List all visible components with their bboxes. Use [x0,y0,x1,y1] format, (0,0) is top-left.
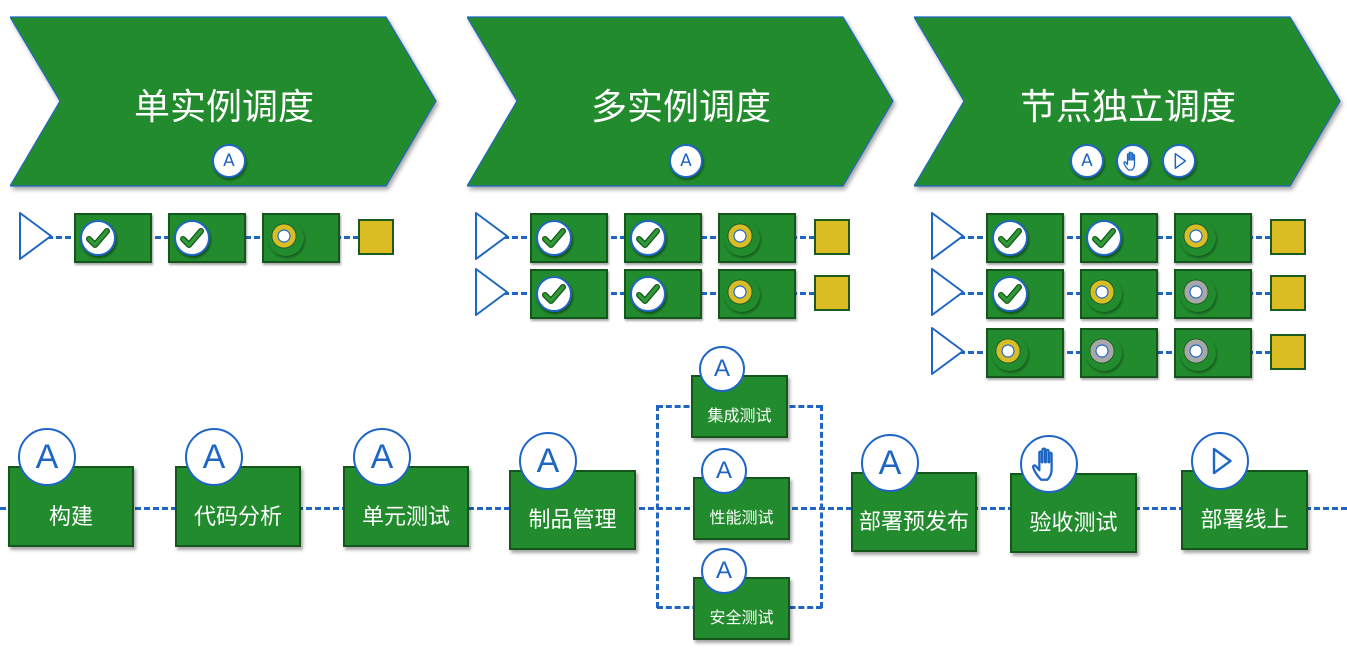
status-success-icon [992,220,1028,256]
end-node [1270,334,1306,370]
auto-trigger-icon[interactable]: A [519,432,577,490]
status-success-icon [536,276,572,312]
auto-label: A [713,355,730,382]
auto-trigger-icon[interactable]: A [701,548,747,594]
end-node [358,219,394,255]
auto-label: A [35,437,59,476]
mode-title: 多实例调度 [590,87,771,128]
stage-label: 部署线上 [1200,508,1289,533]
job-node[interactable] [168,213,246,263]
auto-trigger-icon[interactable]: A [353,428,411,486]
auto-label: A [1081,151,1093,171]
stage-label: 代码分析 [193,505,282,530]
auto-label: A [370,437,394,476]
stage-label: 构建 [48,505,93,530]
status-running-yellow-icon [1180,220,1216,256]
status-running-yellow-icon [724,276,760,312]
stage-label: 验收测试 [1029,511,1118,536]
status-pending-gray-icon [1086,335,1122,371]
job-node[interactable] [530,269,608,319]
status-success-icon [536,220,572,256]
status-success-icon [80,220,116,256]
trigger-start-icon[interactable] [930,267,966,317]
status-running-yellow-icon [992,335,1028,371]
auto-label: A [878,443,902,482]
auto-label: A [715,457,732,484]
job-node[interactable] [718,269,796,319]
auto-trigger-icon[interactable]: A [861,434,919,492]
manual-trigger-hand-icon[interactable] [1020,435,1078,493]
trigger-start-icon[interactable] [18,211,54,261]
status-success-icon [174,220,210,256]
manual-hand-icon[interactable] [1116,144,1150,178]
end-node [1270,219,1306,255]
parallel-connector-right [820,405,823,608]
trigger-start-icon[interactable] [474,211,510,261]
auto-label: A [715,557,732,584]
pipeline-stage[interactable]: 代码分析 [175,466,301,547]
status-pending-gray-icon [1180,276,1216,312]
play-icon[interactable] [1162,144,1196,178]
chevron-banner [10,16,437,187]
job-node[interactable] [1174,269,1252,319]
job-node[interactable] [74,213,152,263]
job-node[interactable] [986,213,1064,263]
status-success-icon [1086,220,1122,256]
auto-trigger-icon[interactable]: A [185,428,243,486]
job-node[interactable] [1174,328,1252,378]
status-success-icon [992,276,1028,312]
job-node[interactable] [262,213,340,263]
job-node[interactable] [1080,328,1158,378]
play-trigger-icon[interactable] [1191,432,1249,490]
job-node[interactable] [624,269,702,319]
stage-label: 单元测试 [361,505,450,530]
pipeline-stage[interactable]: 安全测试 [693,577,790,640]
job-node[interactable] [986,328,1064,378]
auto-trigger-icon[interactable]: A [699,346,745,392]
auto-label: A [536,441,560,480]
status-success-icon [630,220,666,256]
chevron-banner [914,16,1341,187]
auto-label: A [202,437,226,476]
auto-label: A [223,151,235,171]
end-node [814,219,850,255]
job-node[interactable] [624,213,702,263]
end-node [814,275,850,311]
parallel-connector-left [656,405,659,608]
status-running-yellow-icon [1086,276,1122,312]
stage-label: 安全测试 [709,608,774,627]
end-node [1270,275,1306,311]
stage-label: 集成测试 [707,406,772,425]
job-node[interactable] [986,269,1064,319]
auto-trigger-icon[interactable]: A [701,448,747,494]
job-node[interactable] [1080,269,1158,319]
job-node[interactable] [718,213,796,263]
stage-label: 制品管理 [528,508,617,533]
status-pending-gray-icon [1180,335,1216,371]
mode-title: 单实例调度 [133,87,314,128]
job-node[interactable] [1174,213,1252,263]
status-success-icon [630,276,666,312]
auto-icon[interactable]: A [212,144,246,178]
job-node[interactable] [1080,213,1158,263]
pipeline-connector [0,507,1347,510]
stage-label: 性能测试 [709,508,774,527]
trigger-start-icon[interactable] [474,267,510,317]
auto-label: A [680,151,692,171]
auto-icon[interactable]: A [1070,144,1104,178]
status-running-yellow-icon [268,220,304,256]
trigger-start-icon[interactable] [930,211,966,261]
job-node[interactable] [530,213,608,263]
auto-trigger-icon[interactable]: A [18,428,76,486]
status-running-yellow-icon [724,220,760,256]
trigger-start-icon[interactable] [930,326,966,376]
auto-icon[interactable]: A [669,144,703,178]
stage-label: 部署预发布 [858,510,969,535]
chevron-banner [467,16,894,187]
mode-title: 节点独立调度 [1019,87,1236,128]
